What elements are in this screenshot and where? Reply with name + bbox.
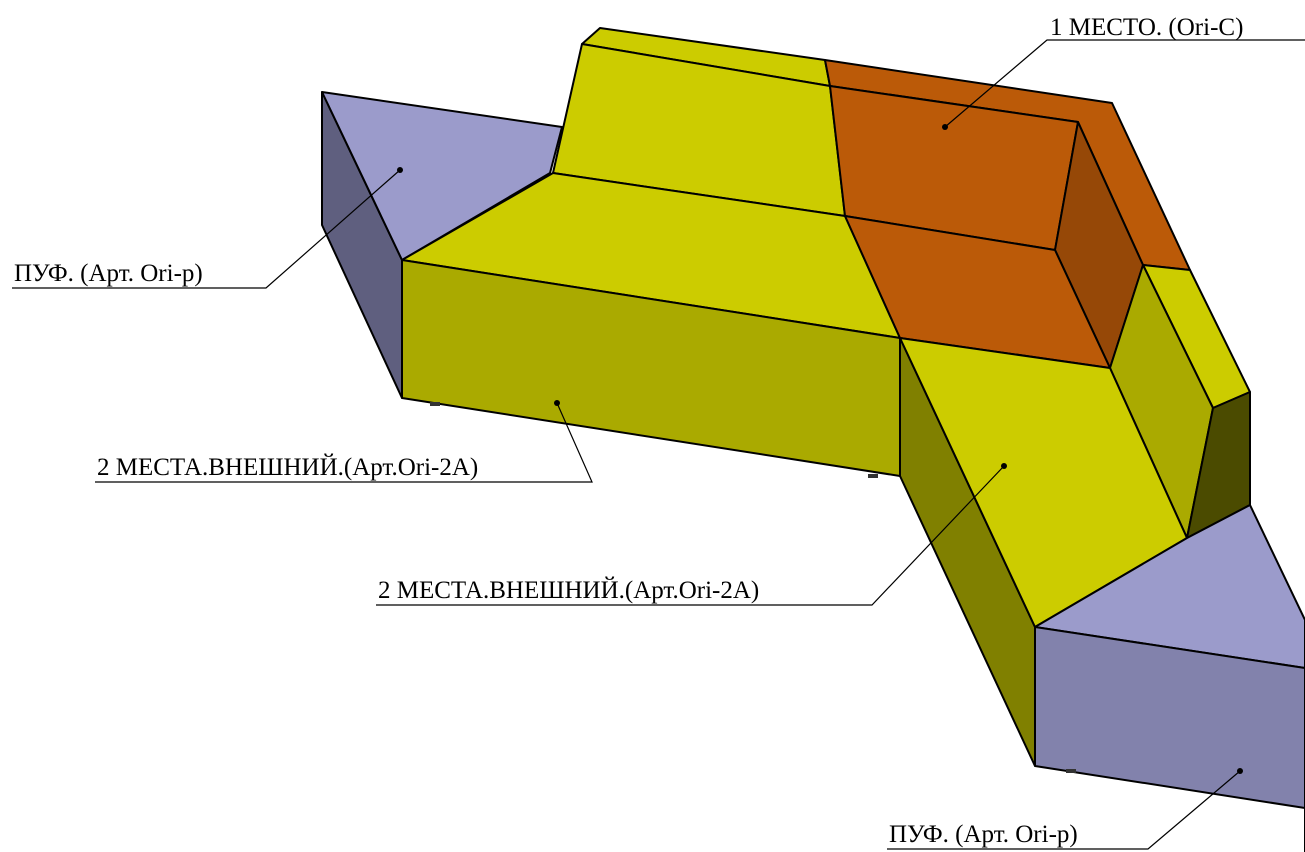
pouf-right [1034, 504, 1305, 852]
leader-line [12, 169, 401, 289]
foot [430, 402, 440, 406]
backrest-left [552, 27, 846, 217]
label-pouf-right: ПУФ. (Арт. Ori-р) [889, 821, 1078, 848]
sofa-right [899, 337, 1188, 767]
label-sofa-left: 2 МЕСТА.ВНЕШНИЙ.(Арт.Ori-2А) [97, 453, 478, 481]
foot [868, 474, 878, 478]
callout-pouf-right: ПУФ. (Арт. Ori-р) [887, 768, 1243, 850]
foot [1066, 769, 1076, 773]
backrest-right [1109, 264, 1251, 539]
pouf-left-top [321, 91, 563, 261]
callout-pouf-left: ПУФ. (Арт. Ori-р) [12, 167, 403, 289]
leader-line [944, 39, 1305, 128]
callout-sofa-right: 2 МЕСТА.ВНЕШНИЙ.(Арт.Ori-2А) [376, 463, 1007, 606]
leader-line [95, 402, 593, 483]
label-corner: 1 МЕСТО. (Ori-С) [1050, 14, 1243, 41]
leader-line [887, 770, 1241, 850]
label-sofa-right: 2 МЕСТА.ВНЕШНИЙ.(Арт.Ori-2А) [378, 576, 759, 604]
pouf-right-front [1034, 626, 1305, 852]
callout-corner: 1 МЕСТО. (Ori-С) [942, 14, 1305, 130]
callout-sofa-left: 2 МЕСТА.ВНЕШНИЙ.(Арт.Ori-2А) [95, 400, 593, 483]
feet [430, 402, 1076, 773]
label-pouf-left: ПУФ. (Арт. Ori-р) [14, 260, 203, 287]
leader-line [376, 465, 1005, 606]
pouf-left [321, 91, 563, 399]
sofa-left [401, 172, 901, 477]
